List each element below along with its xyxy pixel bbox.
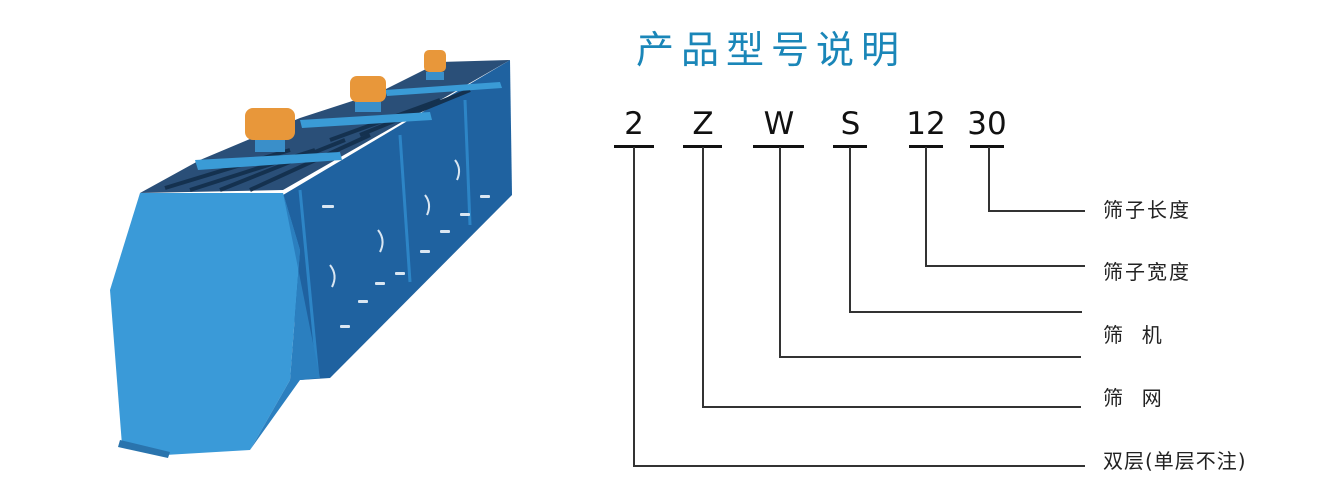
leader-vertical-w <box>779 147 781 358</box>
vibration-motor-3 <box>424 50 446 80</box>
code-segment-s: S <box>840 106 861 142</box>
vibration-motor-2 <box>350 76 386 112</box>
page-title: 产品型号说明 <box>636 28 907 72</box>
side-bolts <box>322 195 490 328</box>
leader-horizontal-12 <box>925 265 1085 267</box>
label-screen-length: 筛子长度 <box>1103 198 1191 222</box>
leader-vertical-z <box>702 147 704 408</box>
underline-2 <box>614 145 654 148</box>
leader-horizontal-30 <box>988 210 1085 212</box>
side-panel-dividers <box>298 99 472 379</box>
side-arc-marks <box>329 159 461 288</box>
leader-vertical-12 <box>925 147 927 267</box>
machine-side-body <box>283 60 512 380</box>
leader-vertical-2 <box>633 147 635 467</box>
label-double-layer: 双层(单层不注) <box>1103 449 1247 473</box>
vibrating-screen-image <box>110 50 512 458</box>
code-segment-z: Z <box>692 106 714 142</box>
code-segment-w: W <box>763 106 795 142</box>
hopper-foot <box>118 440 170 458</box>
leader-horizontal-s <box>849 311 1082 313</box>
underline-z <box>683 145 722 148</box>
leader-horizontal-w <box>779 356 1081 358</box>
label-screen-mesh: 筛 网 <box>1103 386 1164 410</box>
underline-12 <box>909 145 943 148</box>
code-segment-30: 30 <box>967 106 1007 142</box>
leader-horizontal-z <box>702 406 1081 408</box>
vibration-motor-1 <box>245 108 295 152</box>
label-screen-width: 筛子宽度 <box>1103 260 1191 284</box>
underline-w <box>753 145 804 148</box>
code-segment-12: 12 <box>906 106 946 142</box>
label-screen-machine: 筛 机 <box>1103 323 1164 347</box>
leader-vertical-s <box>849 147 851 313</box>
underline-30 <box>970 145 1004 148</box>
front-hopper <box>110 193 300 455</box>
cross-beams <box>195 82 502 170</box>
underline-s <box>833 145 867 148</box>
front-hopper-shade <box>250 193 320 450</box>
leader-horizontal-2 <box>633 465 1085 467</box>
leader-vertical-30 <box>988 147 990 212</box>
code-segment-2: 2 <box>624 106 644 142</box>
